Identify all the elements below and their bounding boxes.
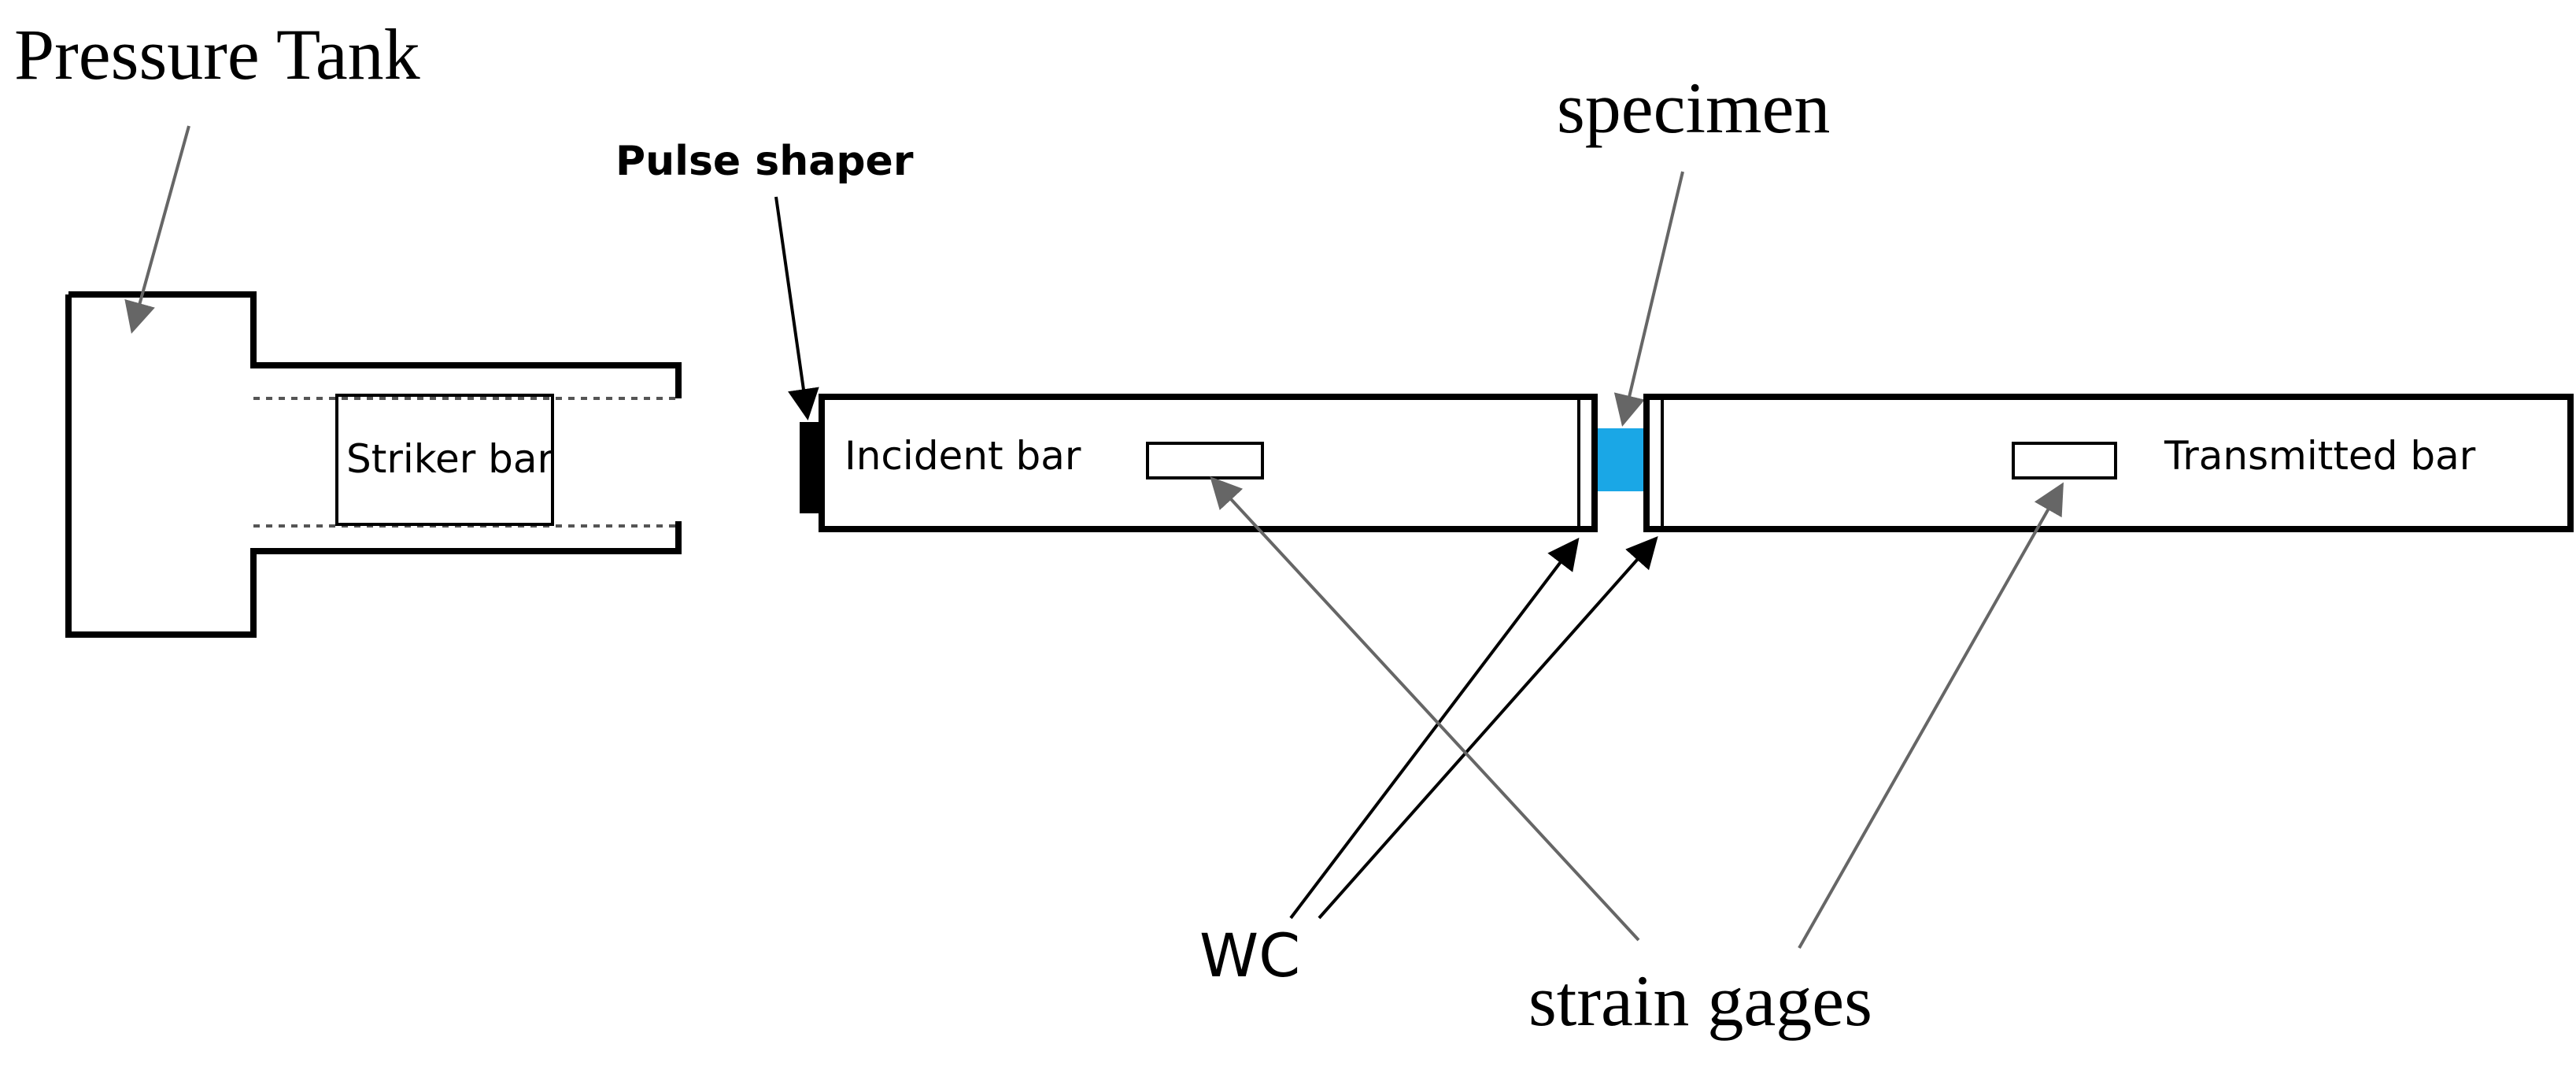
strain-gage-leader-incident	[1210, 476, 1640, 942]
pulse-shaper-label: Pulse shaper	[615, 138, 914, 185]
wc-label: WC	[1199, 920, 1300, 990]
specimen-leader	[1613, 171, 1684, 427]
specimen-label: specimen	[1557, 68, 1830, 148]
wc-leader-transmitted	[1318, 536, 1658, 920]
specimen	[1598, 428, 1645, 491]
strain-gage-leader-transmitted	[1798, 482, 2064, 949]
incident-bar-label: Incident bar	[844, 433, 1081, 479]
strain-gages-label: strain gages	[1528, 961, 1872, 1041]
transmitted-bar-label: Transmitted bar	[2164, 433, 2476, 479]
wc-leader-incident	[1289, 537, 1580, 920]
incident-strain-gage	[1146, 442, 1264, 479]
pulse-shaper	[800, 422, 822, 513]
pressure-tank-label: Pressure Tank	[14, 14, 420, 94]
transmitted-strain-gage	[2012, 442, 2117, 479]
striker-bar-label: Striker bar	[346, 436, 554, 482]
pulse-shaper-leader	[774, 196, 819, 420]
incident-bar	[819, 394, 1598, 532]
pressure-tank	[65, 291, 682, 638]
striker-bar	[335, 394, 554, 526]
pressure-tank-leader	[124, 125, 190, 334]
transmitted-bar	[1643, 394, 2574, 532]
